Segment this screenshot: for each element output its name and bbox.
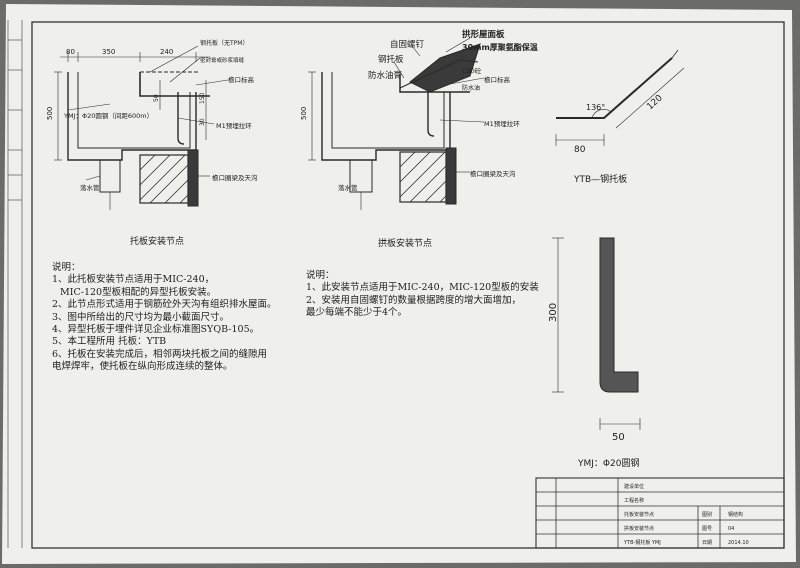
callout-c20: C20砼 [462, 66, 482, 75]
tb-row-2-label: 工程名称 [624, 497, 644, 504]
callout-gutter-height-mid: 檐口标高 [484, 75, 511, 84]
left-note-line: MIC-120型板相配的异型托板安装。 [60, 286, 217, 298]
dim-240-left: 240 [160, 48, 173, 56]
left-note-line: 3、图中所给出的尺寸均为最小截面尺寸。 [52, 311, 230, 323]
middle-note-line: 1、此安装节点适用于MIC-240，MIC-120型板的安装 [306, 282, 539, 294]
tb-row-3-key: 图别 [702, 511, 712, 518]
left-note-line: 5、本工程所用 托板：YTB [52, 336, 167, 348]
tb-row-4-val: 04 [728, 526, 734, 532]
callout-waterproof2: 防水油 [462, 84, 480, 92]
tb-row-1-label: 建设单位 [624, 483, 644, 490]
callout-downpipe-mid: 落水管 [338, 183, 358, 192]
ytb-angle: 136° [586, 103, 605, 112]
left-note-line: 6、托板在安装完成后，相邻两块托板之间的缝隙用 [52, 348, 268, 360]
middle-notes-heading: 说明： [306, 270, 335, 281]
tb-row-4-label: 拱板安装节点 [624, 525, 654, 532]
left-detail-text: 80 350 240 500 150 30 50 钢托板（无TPM） 密封膏或砂… [46, 39, 258, 247]
rebar-hook [177, 92, 185, 145]
left-note-line: 电焊焊牢，使托板在纵向形成连续的整体。 [52, 361, 233, 373]
title-block [535, 477, 785, 549]
callout-steel-plate-mid: 钢托板 [378, 54, 404, 65]
callout-rebar: YMJ：Φ20圆钢（间距600m） [63, 112, 153, 120]
ytb-len-80: 80 [574, 145, 586, 155]
left-note-line: 1、此托板安装节点适用于MIC-240， [52, 274, 215, 286]
tb-row-5-label: YTB-钢托板 YMJ [623, 539, 661, 546]
dim-80-left: 80 [66, 48, 75, 56]
left-note-line: 2、此节点形式适用于钢筋砼外天沟有组织排水屋面。 [52, 299, 277, 311]
middle-notes: 说明： 1、此安装节点适用于MIC-240，MIC-120型板的安装 2、安装用… [306, 270, 539, 320]
tb-row-5-val: 2014.10 [728, 540, 749, 546]
left-notes-heading: 说明： [52, 262, 81, 273]
tb-row-3-label: 托板安装节点 [624, 511, 654, 518]
gutter-outline [67, 72, 197, 161]
dim-30-left: 30 [199, 118, 206, 126]
callout-ring-mid: M1预埋拉环 [484, 119, 520, 128]
beam-dark [187, 149, 199, 207]
callout-beam-mid: 檐口圈梁及天沟 [470, 169, 516, 178]
ymj-rebar [599, 237, 639, 393]
callout-screw: 自固螺钉 [390, 39, 425, 50]
dim-500-left: 500 [46, 107, 54, 120]
callout-ring: M1预埋拉环 [216, 121, 252, 130]
callout-beam: 檐口圈梁及天沟 [212, 173, 258, 182]
left-note-line: 4、异型托板于埋件详见企业标准图SYQB-105。 [52, 324, 260, 336]
callout-waterproof: 防水油膏 [368, 70, 402, 81]
dim-500-mid: 500 [300, 107, 308, 120]
middle-detail-title: 拱板安装节点 [378, 237, 432, 249]
callout-downpipe: 落水管 [80, 183, 100, 192]
callout-insulation: 30mm厚聚氨酯保温 [462, 42, 538, 52]
ytb-detail-text: 136° 120 80 YTB—钢托板 [573, 93, 665, 185]
dim-150-left: 150 [199, 92, 206, 104]
left-notes: 说明： 1、此托板安装节点适用于MIC-240， MIC-120型板相配的异型托… [52, 262, 277, 374]
paper [2, 4, 796, 564]
drawing-frame [31, 21, 785, 549]
dim-50-left: 50 [153, 94, 160, 102]
ymj-detail-text: 300 50 YMJ：Φ20圆钢 [548, 303, 639, 469]
ytb-plate [556, 57, 673, 119]
ymj-len-50: 50 [612, 432, 625, 443]
title-block-text: 建设单位 工程名称 托板安装节点 图别 钢结构 拱板安装节点 图号 04 YTB… [623, 483, 749, 546]
gutter-outline-mid [321, 72, 451, 161]
left-detail [54, 45, 229, 210]
tb-row-5-key: 日期 [702, 540, 712, 546]
left-detail-title: 托板安装节点 [130, 235, 184, 247]
tb-row-3-val: 钢结构 [728, 511, 743, 518]
middle-detail [308, 37, 485, 210]
dim-350-left: 350 [102, 48, 115, 56]
callout-steel-plate: 钢托板（无TPM） [200, 39, 248, 47]
callout-gutter-height: 檐口标高 [228, 75, 255, 84]
ymj-title: YMJ：Φ20圆钢 [577, 457, 639, 469]
steel-plate [139, 72, 210, 97]
callout-seal: 密封膏或砂浆填缝 [200, 56, 245, 64]
arch-panel [409, 43, 481, 93]
middle-detail-text: 500 拱形屋面板 自固螺钉 30mm厚聚氨酯保温 钢托板 防水油膏 C20砼 … [300, 29, 538, 249]
ymj-len-300: 300 [548, 303, 559, 322]
tb-row-4-key: 图号 [702, 526, 712, 532]
ymj-detail [552, 237, 641, 430]
beam-dark-mid [445, 147, 457, 205]
binding-strip [7, 20, 23, 548]
middle-note-line: 2、安装用自固螺钉的数量根据跨度的增大面增加， [306, 294, 522, 306]
callout-arch-panel: 拱形屋面板 [462, 29, 505, 40]
middle-note-line: 最少每端不能少于4个。 [306, 307, 408, 319]
ytb-title: YTB—钢托板 [573, 173, 627, 185]
ytb-detail [555, 49, 685, 146]
